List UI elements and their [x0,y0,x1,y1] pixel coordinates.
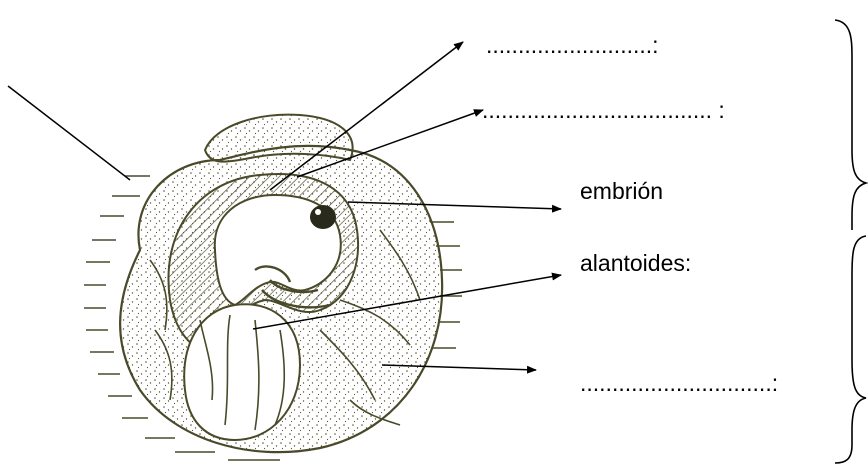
brace-lower [835,236,866,463]
embryo-eye [310,205,336,229]
blank-label-top-1: ..........................: [486,34,659,57]
embryo-label: embrión [580,180,663,203]
blank-label-top-2: .................................... : [482,99,725,122]
upper-lobe [205,115,353,162]
blank-label-bottom: ..............................: [580,372,778,395]
brace-upper [835,20,866,230]
allantois-label: alantoides: [580,252,691,275]
